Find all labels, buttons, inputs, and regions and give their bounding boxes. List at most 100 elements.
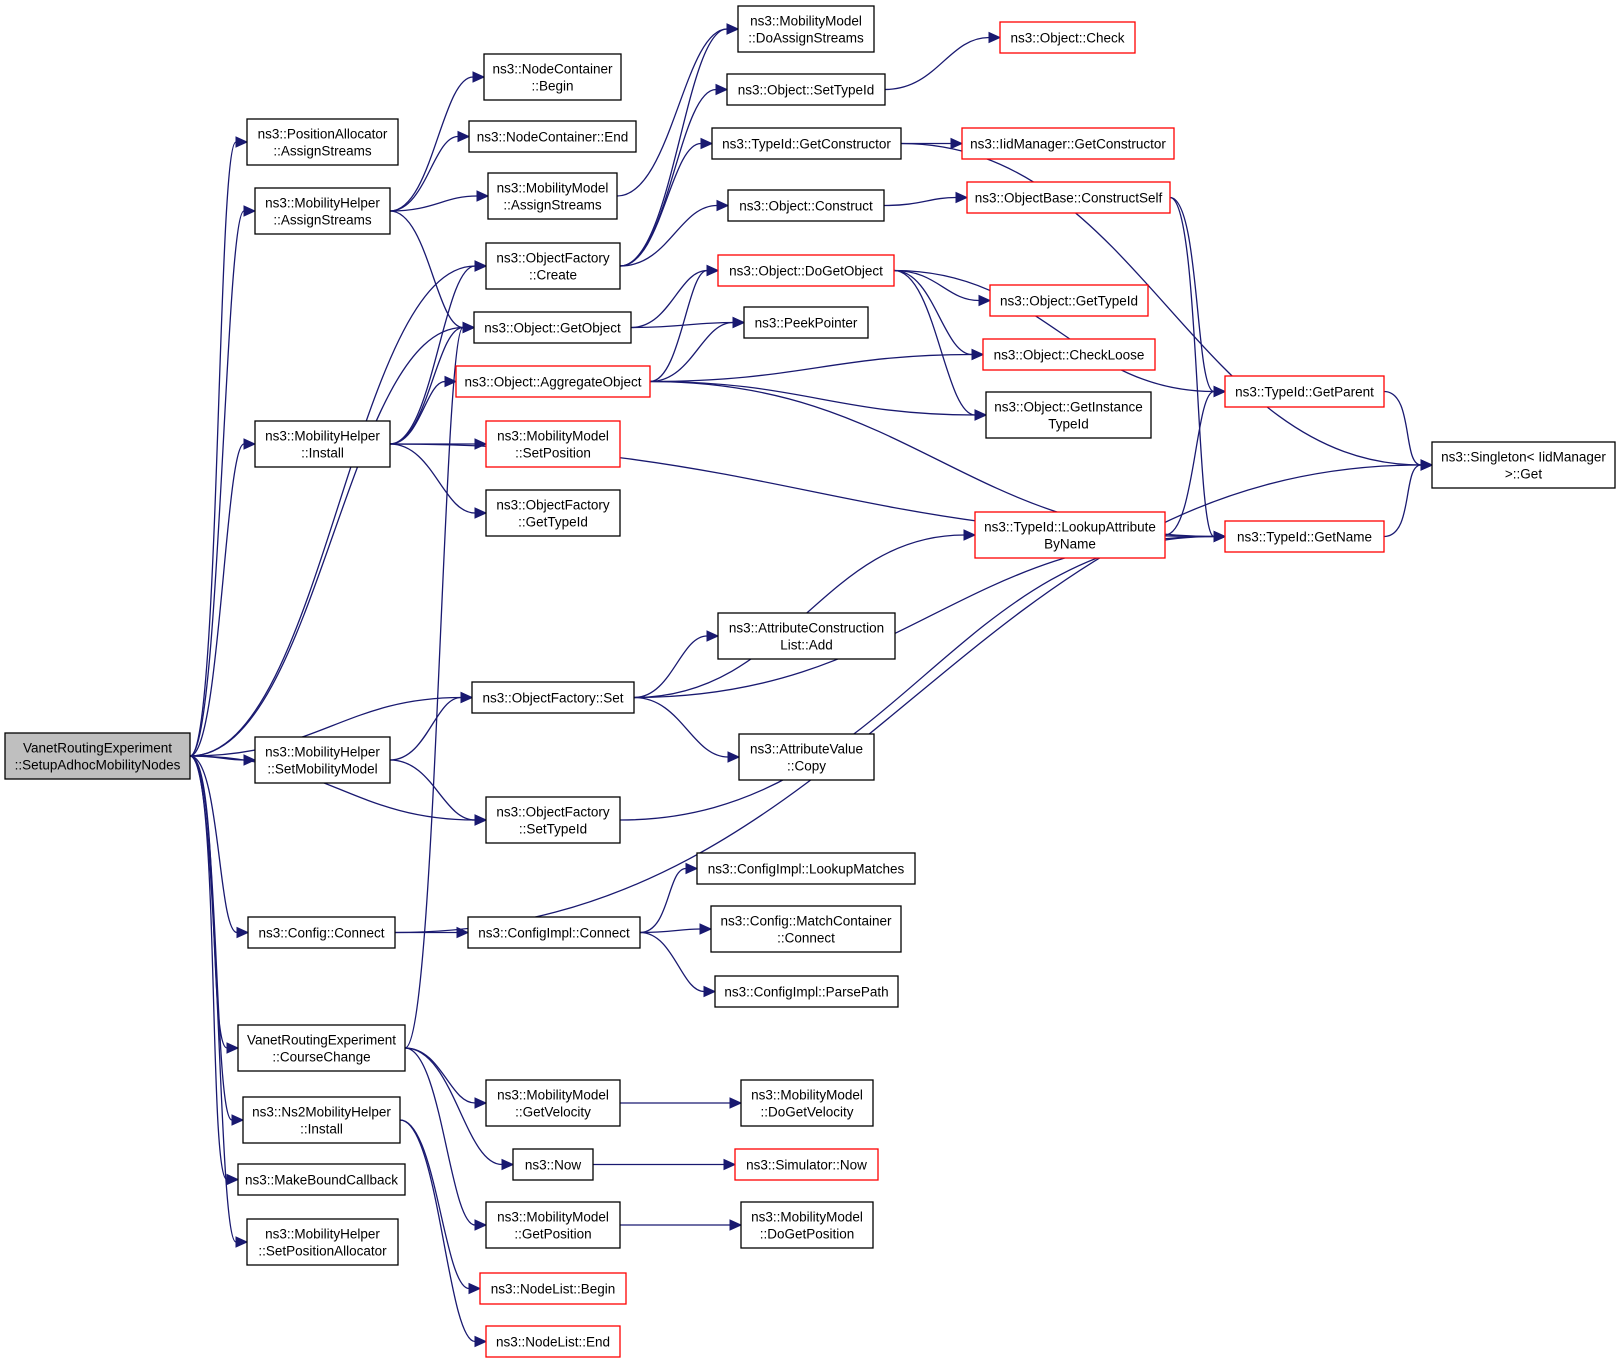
node-box [734,1148,879,1181]
node-vre-course[interactable]: VanetRoutingExperiment::CourseChange [237,1024,406,1072]
node-singleton-get[interactable]: ns3::Singleton< IidManager >::Get [1431,441,1616,489]
node-label-line: ns3::MobilityHelper [265,745,380,760]
edge-tid-get-parent-to-singleton-get [1383,390,1422,466]
node-peek-pointer[interactable]: ns3::PeekPointer [743,306,869,339]
node-cfg-lookup-matches[interactable]: ns3::ConfigImpl::LookupMatches [696,852,916,885]
node-mh-set-mobility[interactable]: ns3::MobilityHelper::SetMobilityModel [254,736,391,784]
node-box [455,365,651,398]
node-tid-get-ctor[interactable]: ns3::TypeId::GetConstructor [711,127,902,160]
node-label-line: TypeId [1048,417,1089,432]
node-pos-alloc-assign[interactable]: ns3::PositionAllocator::AssignStreams [246,118,399,166]
edge-of-create-to-obj-set-type-id [619,88,717,267]
node-label-line: ns3::MobilityModel [497,1210,609,1225]
node-mm-assign[interactable]: ns3::MobilityModel::AssignStreams [487,172,618,220]
node-mm-get-position[interactable]: ns3::MobilityModel::GetPosition [485,1201,621,1249]
node-obj-get-type-id[interactable]: ns3::Object::GetTypeId [989,284,1149,317]
node-obj-get-object[interactable]: ns3::Object::GetObject [473,311,632,344]
arrowhead-icon [474,1219,488,1231]
node-label-line: ::DoAssignStreams [748,31,864,46]
node-box [989,284,1149,317]
node-of-create[interactable]: ns3::ObjectFactory::Create [485,242,621,290]
node-label-line: ns3::AttributeConstruction [729,621,884,636]
node-box [247,916,396,949]
node-label-line: ns3::IidManager::GetConstructor [970,137,1166,152]
node-label-line: ns3::MobilityHelper [265,429,380,444]
node-label-line: ns3::Simulator::Now [746,1158,867,1173]
node-mh-assign[interactable]: ns3::MobilityHelper::AssignStreams [254,187,391,235]
node-cfg-connect[interactable]: ns3::Config::Connect [247,916,396,949]
node-box [254,420,391,468]
node-box [1431,441,1616,489]
node-label-line: ns3::MobilityModel [751,1210,863,1225]
node-cfg-parse-path[interactable]: ns3::ConfigImpl::ParsePath [714,975,899,1008]
arrowhead-icon [457,130,471,143]
node-nl-end[interactable]: ns3::NodeList::End [485,1325,621,1358]
node-mm-get-velocity[interactable]: ns3::MobilityModel::GetVelocity [485,1079,621,1127]
node-sim-now[interactable]: ns3::Simulator::Now [734,1148,879,1181]
node-ns3-now[interactable]: ns3::Now [512,1148,594,1181]
node-label-line: ns3::ObjectFactory [496,251,610,266]
node-mh-install[interactable]: ns3::MobilityHelper::Install [254,420,391,468]
edge-obj-set-type-id-to-obj-check [884,36,990,91]
node-box [961,127,1175,160]
node-label-line: ns3::TypeId::GetConstructor [722,137,891,152]
node-label-line: ns3::Config::Connect [258,926,384,941]
node-label-line: ns3::Object::Construct [739,199,873,214]
edge-obj-get-object-to-obj-do-get-object [630,269,708,329]
node-obj-construct[interactable]: ns3::Object::Construct [727,189,885,222]
node-box [242,1096,401,1144]
node-obj-check-loose[interactable]: ns3::Object::CheckLoose [982,338,1156,371]
node-nc-end[interactable]: ns3::NodeContainer::End [468,120,637,153]
node-cfg-match-connect[interactable]: ns3::Config::MatchContainer::Connect [710,905,902,953]
node-obj-check[interactable]: ns3::Object::Check [999,21,1136,54]
node-of-set[interactable]: ns3::ObjectFactory::Set [471,681,635,714]
node-mm-set-position[interactable]: ns3::MobilityModel::SetPosition [485,420,621,468]
node-label-line: ::GetPosition [514,1227,591,1242]
edge-obj-aggregate-to-obj-get-instance [649,380,976,416]
node-label-line: ::Copy [787,759,826,774]
edge-root-to-cfg-connect [189,755,238,934]
edge-obj-aggregate-to-peek-pointer [649,321,734,383]
arrowhead-icon [716,199,730,212]
node-box [974,511,1166,559]
node-mm-do-assign[interactable]: ns3::MobilityModel::DoAssignStreams [737,5,875,53]
node-label-line: ::AssignStreams [273,213,372,228]
node-of-set-type-id[interactable]: ns3::ObjectFactory::SetTypeId [485,796,621,844]
node-label-line: ns3::NodeContainer [492,62,613,77]
node-mm-do-get-velocity[interactable]: ns3::MobilityModel::DoGetVelocity [740,1079,874,1127]
node-ns2-install[interactable]: ns3::Ns2MobilityHelper::Install [242,1096,401,1144]
node-nl-begin[interactable]: ns3::NodeList::Begin [479,1272,627,1305]
node-box [696,852,916,885]
node-tid-get-parent[interactable]: ns3::TypeId::GetParent [1224,375,1385,408]
node-obj-base-construct-self[interactable]: ns3::ObjectBase::ConstructSelf [966,181,1171,214]
node-tid-get-name[interactable]: ns3::TypeId::GetName [1224,520,1385,553]
node-obj-aggregate[interactable]: ns3::Object::AggregateObject [455,365,651,398]
node-of-get-type-id[interactable]: ns3::ObjectFactory::GetTypeId [485,489,621,537]
node-box [717,612,896,660]
node-nc-begin[interactable]: ns3::NodeContainer::Begin [483,53,622,101]
node-make-bound[interactable]: ns3::MakeBoundCallback [237,1163,406,1196]
edge-of-set-to-attr-constr-add [633,635,708,699]
node-obj-do-get-object[interactable]: ns3::Object::DoGetObject [717,254,895,287]
node-attr-value-copy[interactable]: ns3::AttributeValue::Copy [738,733,875,781]
node-box [471,681,635,714]
node-root[interactable]: VanetRoutingExperiment::SetupAdhocMobili… [4,732,191,780]
edge-tid-lookup-attr-to-tid-get-parent [1164,390,1215,536]
edge-of-create-to-mm-do-assign [619,28,728,267]
node-label-line: ::SetMobilityModel [267,762,377,777]
node-mh-set-pos-alloc[interactable]: ns3::MobilityHelper::SetPositionAllocato… [246,1218,399,1266]
edge-root-to-of-set [189,696,462,757]
node-cfg-impl-connect[interactable]: ns3::ConfigImpl::Connect [467,916,641,949]
node-box [710,905,902,953]
edge-obj-aggregate-to-obj-check-loose [649,353,973,383]
node-label-line: ns3::MobilityModel [497,181,609,196]
arrowhead-icon [988,31,1002,44]
node-iid-get-ctor[interactable]: ns3::IidManager::GetConstructor [961,127,1175,160]
arrowhead-icon [1213,530,1227,543]
node-mm-do-get-position[interactable]: ns3::MobilityModel::DoGetPosition [740,1201,874,1249]
node-obj-set-type-id[interactable]: ns3::Object::SetTypeId [726,73,886,106]
edge-cfg-impl-connect-to-cfg-parse-path [639,931,705,993]
